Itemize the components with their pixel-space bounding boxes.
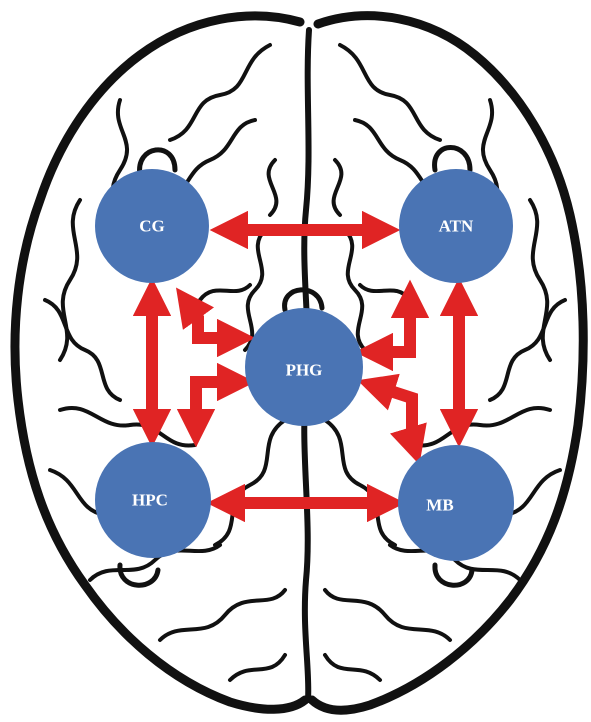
node-phg: PHG <box>245 308 363 426</box>
node-hpc: HPC <box>95 442 211 558</box>
arrow-phg-hpc <box>196 382 240 432</box>
node-mb-circle <box>398 445 514 561</box>
arrow-phg-atn <box>370 295 410 352</box>
node-cg-label: CG <box>139 217 165 236</box>
node-mb-label: MB <box>426 496 453 515</box>
node-phg-label: PHG <box>286 361 323 380</box>
node-atn-label: ATN <box>439 217 474 236</box>
node-hpc-label: HPC <box>132 491 168 510</box>
node-cg: CG <box>95 169 209 283</box>
node-mb: MB <box>398 445 514 561</box>
node-atn: ATN <box>399 169 513 283</box>
arrow-phg-mb <box>372 385 415 450</box>
arrow-phg-cg <box>185 300 240 338</box>
